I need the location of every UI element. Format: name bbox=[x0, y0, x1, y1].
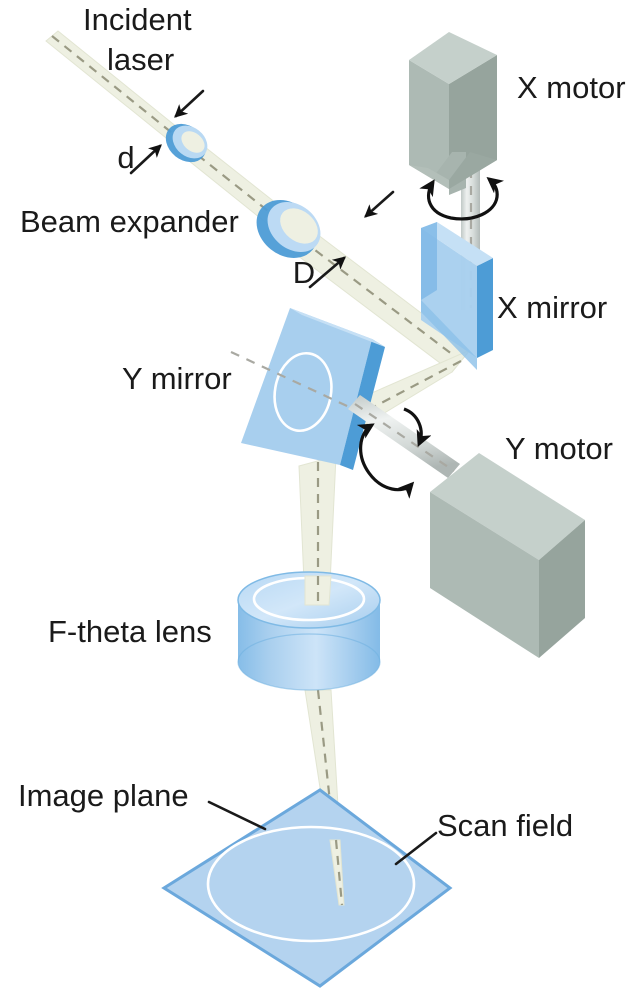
y-motor-front-face bbox=[430, 492, 539, 658]
y-motor-label: Y motor bbox=[505, 431, 613, 466]
y-mirror-face bbox=[241, 308, 372, 465]
y-motor-top-face bbox=[430, 453, 585, 560]
y-motor-right-face bbox=[539, 520, 585, 658]
incident-laser-label-line1: Incident bbox=[83, 2, 192, 37]
beam-over-lens-top bbox=[304, 575, 332, 606]
x-mirror-edge bbox=[477, 258, 493, 358]
x-mirror-label: X mirror bbox=[497, 290, 607, 325]
scan-field-ring bbox=[206, 825, 416, 943]
x-mirror-mount bbox=[421, 222, 437, 300]
beam-diameter-large-label: D bbox=[293, 255, 315, 290]
y-motor-rotation-arrows bbox=[356, 407, 432, 499]
y-mirror-label: Y mirror bbox=[122, 361, 232, 396]
y-mirror-beam-spot bbox=[273, 351, 333, 433]
f-theta-lens-label: F-theta lens bbox=[48, 614, 212, 649]
image-plane bbox=[161, 788, 453, 988]
y-motor bbox=[348, 395, 585, 658]
beam-expander-label: Beam expander bbox=[20, 204, 239, 239]
beam-expander-lens-2 bbox=[256, 200, 321, 258]
x-motor-top-face bbox=[409, 32, 497, 84]
x-motor-rotation-arrows bbox=[419, 177, 504, 221]
image-plane-surface bbox=[161, 788, 453, 988]
image-plane-leader bbox=[207, 800, 267, 831]
beam-focus-over-plane bbox=[329, 839, 345, 906]
scan-field-leader bbox=[394, 831, 438, 866]
beam-diameter-D-arrows bbox=[308, 190, 395, 289]
x-motor-left-face bbox=[409, 60, 449, 189]
f-theta-lens bbox=[237, 571, 381, 691]
beam-diameter-small-label: d bbox=[117, 140, 134, 175]
x-motor-label: X motor bbox=[517, 70, 626, 105]
beam-diameter-d-arrows bbox=[129, 89, 205, 175]
f-theta-lens-bottom-edge bbox=[237, 633, 381, 691]
beam-expander-lens-1 bbox=[165, 123, 208, 163]
incident-laser-label-line2: laser bbox=[107, 42, 174, 77]
x-mirror bbox=[421, 222, 493, 370]
scan-field-label: Scan field bbox=[437, 808, 573, 843]
image-plane-label: Image plane bbox=[18, 778, 189, 813]
